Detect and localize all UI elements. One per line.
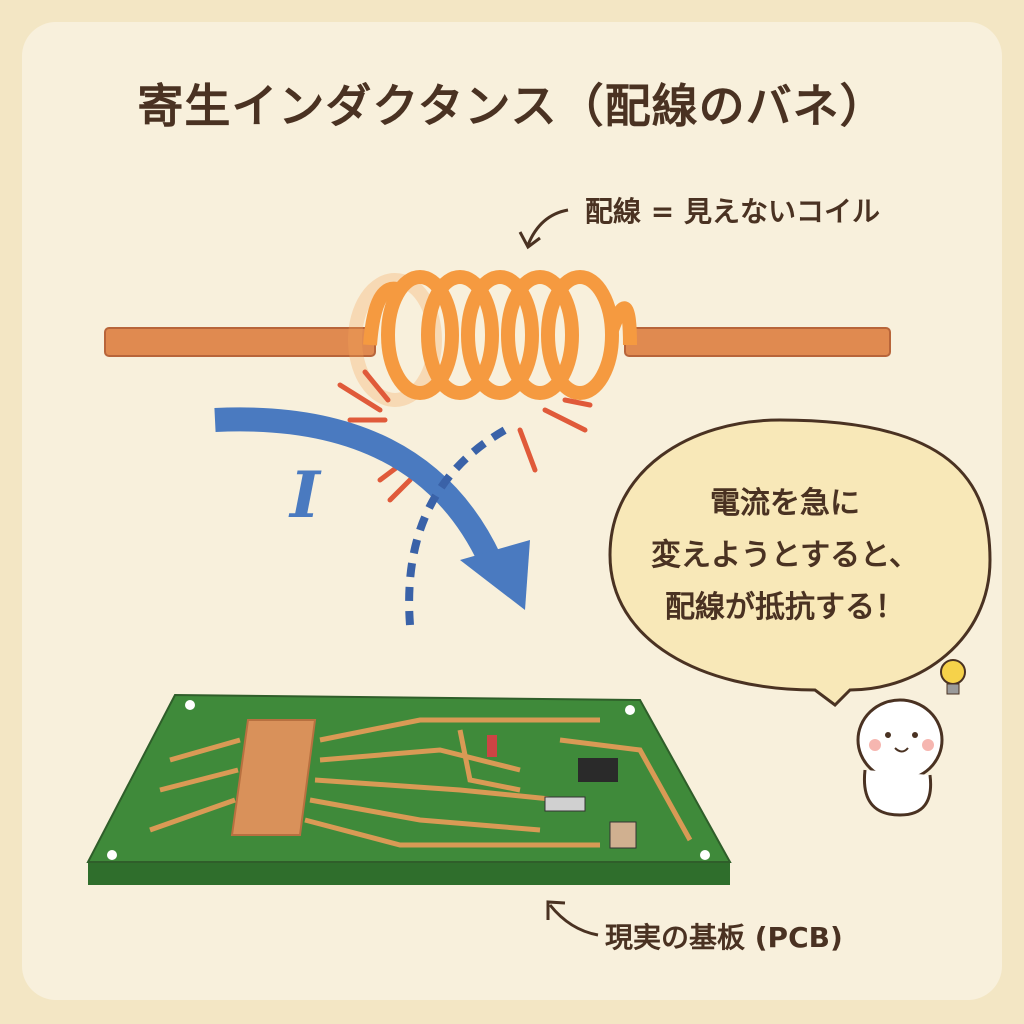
- pcb-label: 現実の基板 (PCB): [605, 921, 843, 954]
- lightbulb-icon: [940, 659, 966, 695]
- bubble-line-2: 変えようとすると、: [651, 538, 919, 573]
- bubble-line-3: 配線が抵抗する！: [665, 590, 905, 625]
- current-arrow: [214, 407, 501, 566]
- current-symbol: I: [290, 458, 320, 533]
- page-title: 寄生インダクタンス（配線のバネ）: [137, 79, 887, 133]
- wire-left: [104, 327, 376, 357]
- pcb-board: [86, 693, 732, 885]
- pcb-label-arrow: [546, 900, 599, 937]
- speech-bubble: [608, 418, 992, 707]
- coil-label: 配線 = 見えないコイル: [585, 195, 880, 228]
- wire-right: [624, 327, 891, 357]
- current-arrowhead: [460, 540, 530, 610]
- dashed-arrow: [405, 426, 507, 626]
- speech-bubble-text: 電流を急に 変えようとすると、 配線が抵抗する！: [620, 478, 950, 634]
- bubble-line-1: 電流を急に: [710, 486, 860, 521]
- coil: [348, 270, 637, 407]
- coil-label-arrow: [518, 208, 569, 250]
- thinking-character: [856, 698, 944, 817]
